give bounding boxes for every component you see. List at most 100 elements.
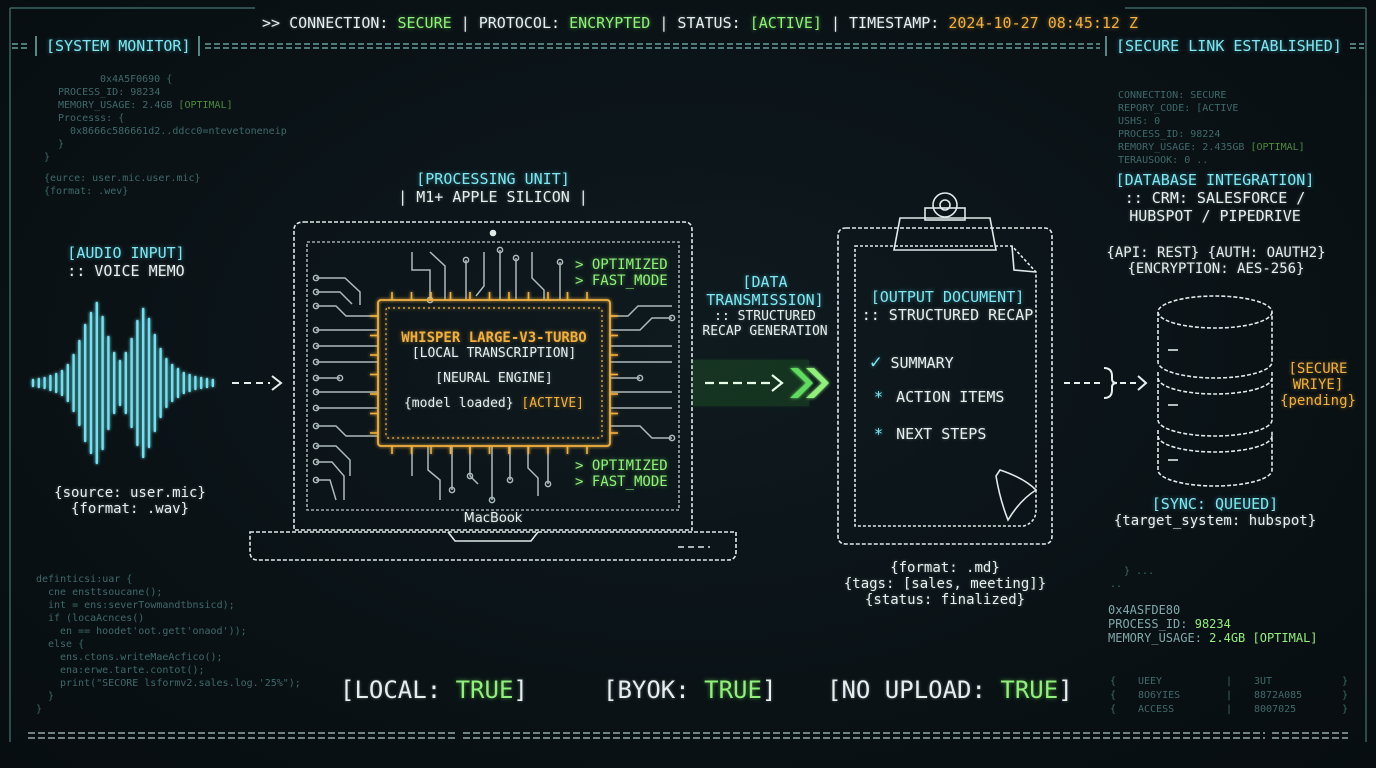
- memory-value: 2.4GB [OPTIMAL]: [1209, 631, 1318, 645]
- optimal-badge: [OPTIMAL]: [178, 100, 233, 111]
- output-items: ✓ SUMMARY * ACTION ITEMS * NEXT STEPS: [870, 351, 1004, 462]
- flag-close: ]: [513, 676, 528, 704]
- transmission-header: [DATA TRANSMISSION] :: STRUCTURED RECAP …: [696, 273, 834, 339]
- chip-active: [ACTIVE]: [521, 396, 585, 411]
- secure-link-title: [SECURE LINK ESTABLISHED]: [1116, 37, 1342, 55]
- log-line: MEMORY_USAGE: 2.4GB: [58, 100, 173, 111]
- log-line: 0x8666c586661d2..ddcc0=ntevetoneneip: [70, 126, 287, 137]
- database-api-auth: {API: REST} {AUTH: OAUTH2}: [1106, 245, 1326, 261]
- table-cell: }: [1342, 690, 1349, 701]
- chip-content: WHISPER LARGE-V3-TURBO [LOCAL TRANSCRIPT…: [386, 330, 602, 411]
- database-encryption: {ENCRYPTION: AES-256}: [1127, 261, 1305, 277]
- log-line: USHS: 0: [1118, 116, 1161, 127]
- log-line: if (locaAcnces(): [48, 613, 145, 624]
- clipboard-icon: [837, 192, 1053, 545]
- secure-write-1: [SECURE: [1288, 361, 1348, 377]
- laptop-label: MacBook: [463, 511, 523, 526]
- table-cell: }: [1342, 704, 1349, 715]
- log-line: else {: [48, 639, 85, 650]
- database-header: [DATABASE INTEGRATION] :: CRM: SALESFORC…: [1100, 171, 1330, 225]
- table-cell: }: [1342, 676, 1349, 687]
- timestamp-label: | TIMESTAMP:: [830, 14, 940, 32]
- table-cell: {: [1110, 676, 1117, 687]
- table-cell: |: [1226, 704, 1233, 715]
- flag-no-upload-label: [NO UPLOAD:: [827, 676, 986, 704]
- log-line: }: [44, 152, 51, 163]
- processing-title: [PROCESSING UNIT]: [416, 170, 570, 188]
- output-item: SUMMARY: [890, 354, 954, 372]
- table-cell: 8007025: [1254, 704, 1297, 715]
- optimized-status-bottom: > OPTIMIZED > FAST_MODE: [575, 458, 668, 490]
- log-line: en == hoodet'oot.gett'onaod'));: [60, 626, 247, 637]
- log-line: TERAUSOOK: 0 ..: [1118, 155, 1209, 166]
- table-cell: {: [1110, 690, 1117, 701]
- sync-target: {target_system: hubspot}: [1113, 513, 1317, 529]
- audio-arrow-icon: [232, 375, 283, 391]
- flag-local: [LOCAL: TRUE]: [340, 676, 528, 704]
- flag-local-value: TRUE: [455, 676, 514, 704]
- database-title: [DATABASE INTEGRATION]: [1115, 171, 1315, 189]
- log-line: definticsi:uar {: [36, 574, 133, 585]
- output-arrow-icon: [1064, 367, 1148, 399]
- chip-engine: [NEURAL ENGINE]: [435, 371, 553, 386]
- database-icon: [1157, 295, 1273, 487]
- flag-close: ]: [761, 676, 777, 704]
- timestamp-value: 2024-10-27 08:45:12 Z: [948, 14, 1139, 32]
- fast-mode-label: > FAST_MODE: [575, 273, 668, 289]
- audio-input-title: [AUDIO INPUT]: [67, 244, 185, 262]
- chip-model: WHISPER LARGE-V3-TURBO: [401, 330, 587, 346]
- flag-byok: [BYOK: TRUE]: [603, 676, 776, 704]
- memory-label: MEMORY_USAGE:: [1108, 631, 1202, 645]
- table-cell: {: [1110, 704, 1117, 715]
- left-log-bottom: definticsi:uar { cne ensttsoucane(); int…: [36, 573, 301, 716]
- log-line: }: [58, 139, 65, 150]
- optimized-status-top: > OPTIMIZED > FAST_MODE: [575, 257, 668, 289]
- audio-input-subtitle: :: VOICE MEMO: [67, 262, 185, 280]
- log-line: {eurce: user.mic.user.mic}: [44, 173, 201, 184]
- status-value: [ACTIVE]: [749, 14, 822, 32]
- optimized-label: > OPTIMIZED: [575, 458, 668, 474]
- transmission-sub-1: :: STRUCTURED: [714, 309, 816, 324]
- database-api: {API: REST} {AUTH: OAUTH2} {ENCRYPTION: …: [1100, 245, 1332, 277]
- log-line: int = ens:severTowmandtbnsicd);: [48, 600, 235, 611]
- output-meta: {format: .md} {tags: [sales, meeting]} {…: [830, 560, 1060, 608]
- transmission-arrow-icon: [693, 360, 829, 406]
- protocol-value: ENCRYPTED: [569, 14, 651, 32]
- table-cell: ACCESS: [1138, 704, 1175, 715]
- output-item: NEXT STEPS: [896, 425, 987, 443]
- right-log-table: { UEEY | 3UT } { 8O6YIES | 8872A085 } { …: [1110, 675, 1350, 717]
- transmission-title-1: [DATA: [742, 273, 788, 291]
- flag-byok-label: [BYOK:: [603, 676, 690, 704]
- audio-input-header: [AUDIO INPUT] :: VOICE MEMO: [46, 244, 206, 280]
- check-icon: ✓: [870, 351, 882, 373]
- log-line: PROCESS_ID: 98234: [58, 87, 161, 98]
- optimized-label: > OPTIMIZED: [575, 257, 668, 273]
- table-cell: 8O6YIES: [1138, 690, 1181, 701]
- bullet-icon: *: [874, 388, 884, 406]
- processing-subtitle: | M1+ APPLE SILICON |: [398, 188, 588, 206]
- connection-value: SECURE: [397, 14, 452, 32]
- secure-write-status: [SECURE WRIYE] {pending}: [1278, 361, 1358, 409]
- log-dots: ..: [1110, 579, 1123, 590]
- output-header: [OUTPUT DOCUMENT] :: STRUCTURED RECAP: [855, 288, 1040, 324]
- right-log-top: CONNECTION: SECURE REPORY_CODE: [ACTIVE …: [1118, 89, 1305, 167]
- audio-source: {source: user.mic}: [54, 485, 206, 501]
- log-dots: } ...: [1124, 566, 1155, 577]
- bullet-icon: *: [874, 425, 884, 443]
- output-subtitle: :: STRUCTURED RECAP: [861, 306, 1034, 324]
- database-sub-2: HUBSPOT / PIPEDRIVE: [1129, 207, 1301, 225]
- fast-mode-label: > FAST_MODE: [575, 474, 668, 490]
- audio-format: {format: .wav}: [70, 501, 189, 517]
- secure-write-2: WRIYE]: [1292, 377, 1344, 393]
- footer-line: [28, 732, 1348, 739]
- log-line: Processs: {: [58, 113, 125, 124]
- flag-no-upload-value: TRUE: [1000, 676, 1059, 704]
- chip-icon: [377, 299, 611, 447]
- chip-loaded: {model loaded}: [403, 396, 514, 411]
- system-monitor-title: [SYSTEM MONITOR]: [46, 37, 191, 55]
- header-line: [12, 43, 1364, 49]
- process-id: 98234: [1194, 617, 1231, 631]
- optimal-badge: [OPTIMAL]: [1250, 142, 1305, 153]
- log-line: {format: .wev}: [44, 186, 129, 197]
- sync-status: [SYNC: QUEUED] {target_system: hubspot}: [1110, 495, 1320, 529]
